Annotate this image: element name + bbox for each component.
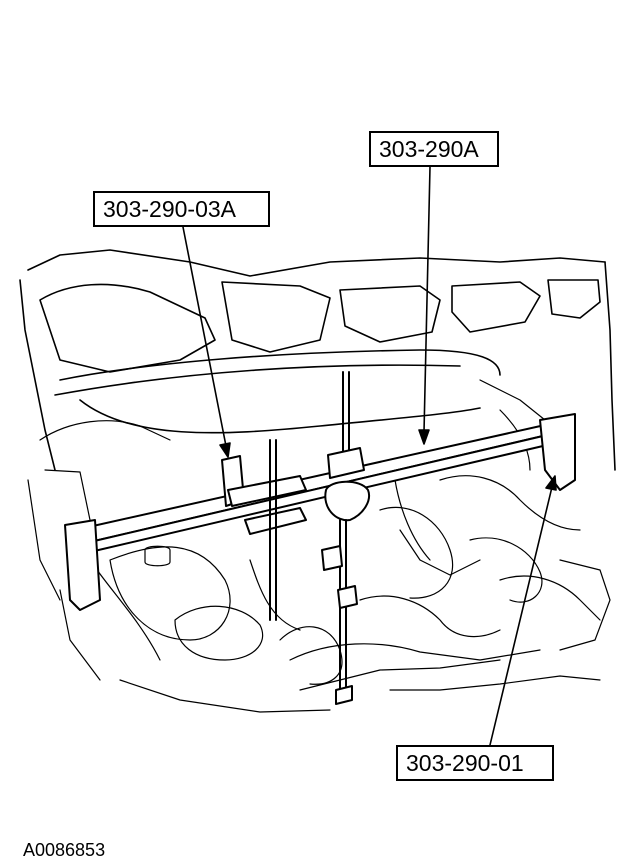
center-clamp — [321, 371, 370, 705]
callout-303-290-01: 303-290-01 — [396, 745, 554, 781]
callout-303-290A: 303-290A — [369, 131, 499, 167]
callout-303-290-03A: 303-290-03A — [93, 191, 270, 227]
support-bar-303-290A — [64, 413, 576, 611]
leader-lines — [182, 166, 557, 746]
adapter-303-290-03A — [221, 439, 307, 621]
figure-id: A0086853 — [23, 840, 106, 860]
